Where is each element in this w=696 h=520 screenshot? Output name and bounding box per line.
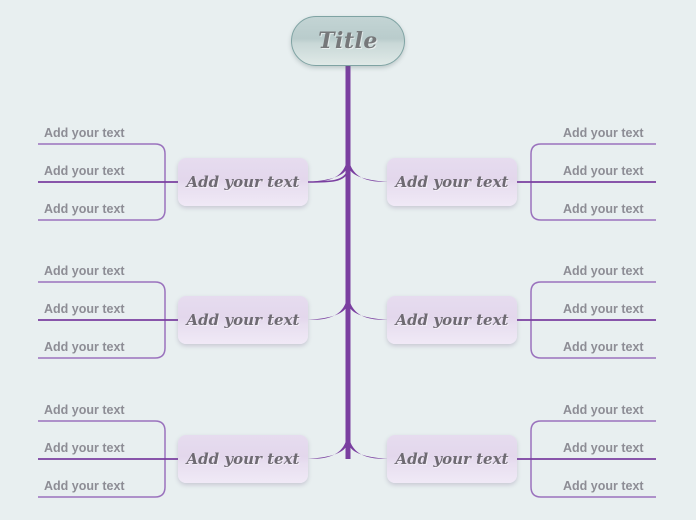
leaf-label-left-2-2[interactable]: Add your text [44, 302, 125, 316]
leaf-label-left-1-3[interactable]: Add your text [44, 202, 125, 216]
leaf-label-right-3-2[interactable]: Add your text [563, 441, 644, 455]
branch-node-right-3-label: Add your text [395, 450, 509, 468]
branch-curve-right-1-fill [348, 150, 388, 182]
branch-node-left-3-label: Add your text [186, 450, 300, 468]
branch-node-right-3[interactable]: Add your text [387, 435, 517, 483]
branch-node-left-2-label: Add your text [186, 311, 300, 329]
leaf-label-right-3-3[interactable]: Add your text [563, 479, 644, 493]
leaf-label-right-2-2[interactable]: Add your text [563, 302, 644, 316]
leaf-label-left-2-1[interactable]: Add your text [44, 264, 125, 278]
branch-curve-left-2-fill [308, 288, 348, 320]
leaf-label-left-1-2[interactable]: Add your text [44, 164, 125, 178]
leaf-label-left-2-3[interactable]: Add your text [44, 340, 125, 354]
branch-curve-left-3-fill [308, 427, 348, 459]
leaf-label-right-1-3[interactable]: Add your text [563, 202, 644, 216]
branch-curve-right-2-fill [348, 288, 388, 320]
leaf-label-right-2-1[interactable]: Add your text [563, 264, 644, 278]
branch-node-left-1-label: Add your text [186, 173, 300, 191]
branch-node-right-1[interactable]: Add your text [387, 158, 517, 206]
leaf-label-left-3-3[interactable]: Add your text [44, 479, 125, 493]
branch-node-left-1[interactable]: Add your text [178, 158, 308, 206]
branch-curve-left-1-fill [308, 150, 348, 182]
branch-curve-left-1 [307, 169, 349, 183]
title-node[interactable]: Title [291, 16, 405, 66]
leaf-label-left-3-2[interactable]: Add your text [44, 441, 125, 455]
leaf-label-right-1-2[interactable]: Add your text [563, 164, 644, 178]
leaf-label-left-1-1[interactable]: Add your text [44, 126, 125, 140]
leaf-label-left-3-1[interactable]: Add your text [44, 403, 125, 417]
branch-node-right-2[interactable]: Add your text [387, 296, 517, 344]
leaf-label-right-3-1[interactable]: Add your text [563, 403, 644, 417]
title-node-label: Title [318, 28, 378, 54]
leaf-label-right-2-3[interactable]: Add your text [563, 340, 644, 354]
branch-node-left-2[interactable]: Add your text [178, 296, 308, 344]
branch-node-right-2-label: Add your text [395, 311, 509, 329]
leaf-label-right-1-1[interactable]: Add your text [563, 126, 644, 140]
branch-node-left-3[interactable]: Add your text [178, 435, 308, 483]
branch-node-right-1-label: Add your text [395, 173, 509, 191]
branch-curve-right-3-fill [348, 427, 388, 459]
